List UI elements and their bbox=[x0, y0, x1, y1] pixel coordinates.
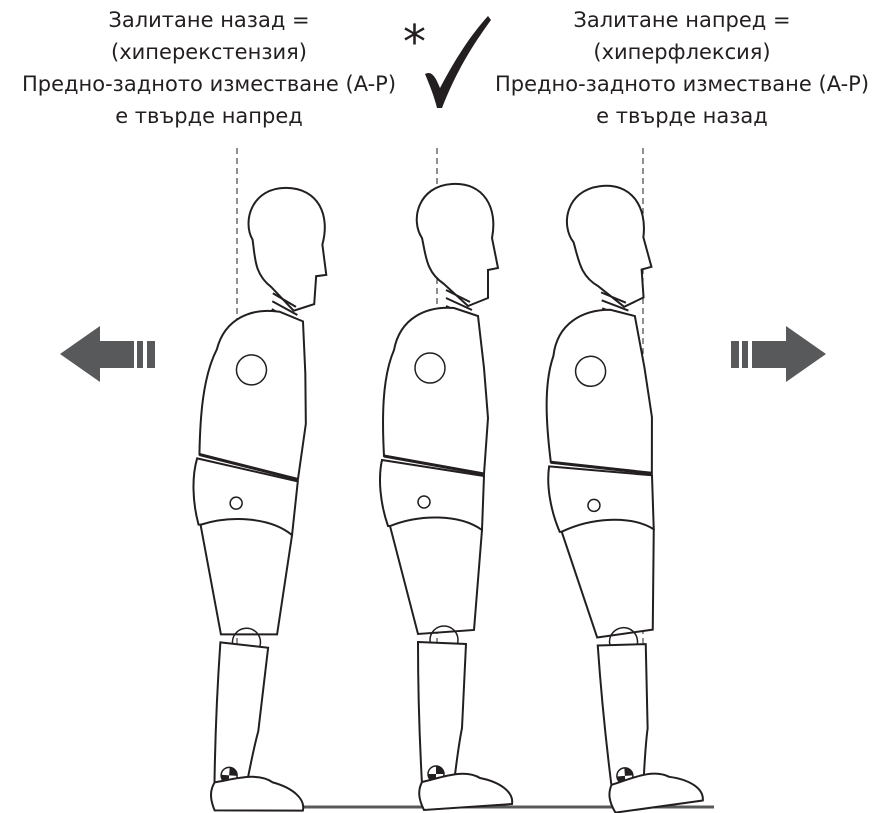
dummy-right-hyperflexion bbox=[528, 182, 704, 813]
dummy-center-correct bbox=[380, 184, 512, 810]
checkmark-icon bbox=[425, 16, 491, 108]
arrow-right-icon bbox=[731, 326, 826, 382]
dummy-left-hyperextension bbox=[171, 183, 347, 813]
asterisk-marker: * bbox=[403, 15, 426, 69]
arrow-left-icon bbox=[60, 326, 155, 382]
